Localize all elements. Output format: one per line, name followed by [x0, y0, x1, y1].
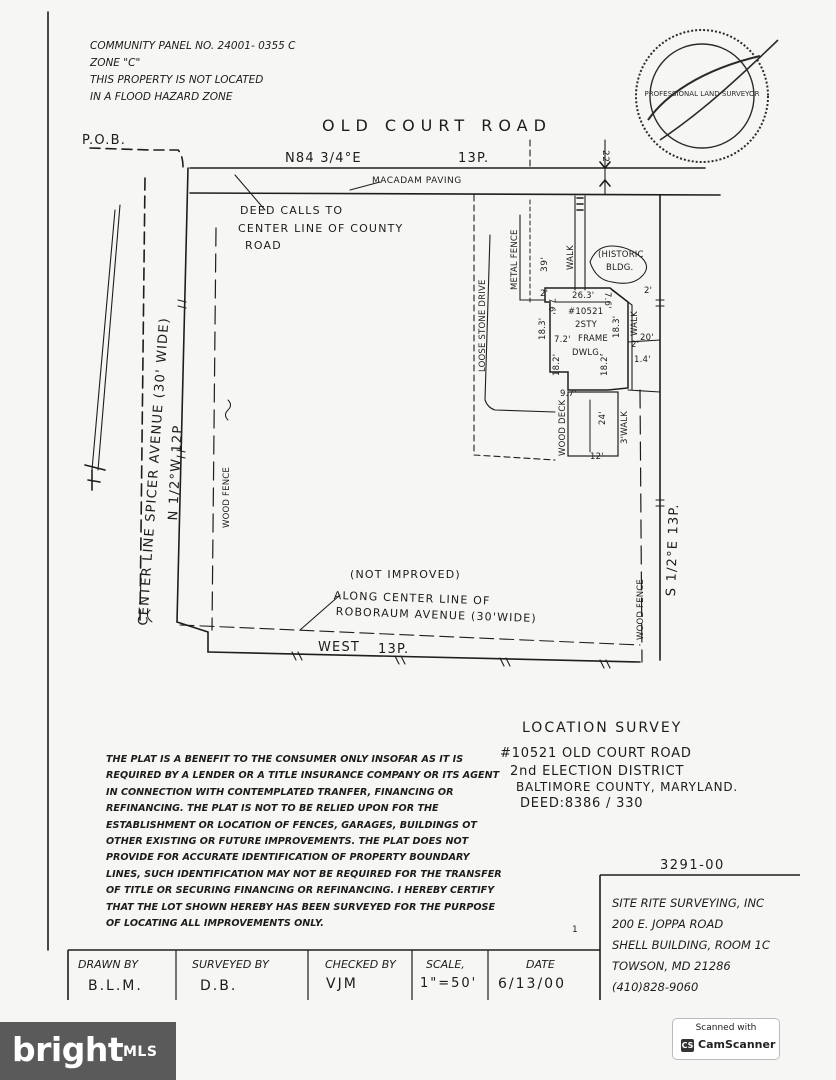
- scale-value: 1"=50': [420, 976, 478, 991]
- date-value: 6/13/00: [498, 976, 566, 992]
- dim-39: 39': [540, 256, 550, 272]
- company-address-2: SHELL BUILDING, ROOM 1C: [612, 938, 770, 952]
- dim-12: 12': [590, 452, 604, 462]
- date-label: DATE: [526, 958, 555, 971]
- historic-2: BLDG.: [606, 263, 634, 273]
- road-width: 22': [600, 150, 610, 166]
- company-address-1: 200 E. JOPPA ROAD: [612, 917, 724, 931]
- house-frame: FRAME: [578, 334, 608, 344]
- company-address-3: TOWSON, MD 21286: [612, 959, 731, 973]
- wood-deck-label: WOOD DECK: [558, 399, 568, 456]
- deed-reference: DEED:8386 / 330: [520, 796, 644, 811]
- dim-24: 24': [598, 411, 608, 425]
- house-stories: 2STY: [575, 320, 597, 330]
- south-distance: 13P.: [378, 642, 410, 657]
- walk-3-label: 3'WALK: [620, 410, 630, 444]
- camscanner-name: CamScanner: [698, 1038, 776, 1051]
- north-bearing: N84 3/4°E: [285, 151, 362, 166]
- walk-top-label: WALK: [566, 245, 576, 270]
- dim-9-7: 9.7': [560, 389, 577, 399]
- flood-zone-header: COMMUNITY PANEL NO. 24001- 0355 C ZONE "…: [90, 38, 295, 106]
- plat-disclaimer: The plat is a benefit to the consumer on…: [106, 754, 502, 930]
- county-state: BALTIMORE COUNTY, MARYLAND.: [516, 780, 739, 794]
- north-distance: 13P.: [458, 151, 490, 166]
- dim-18-3-b: 18.3': [612, 315, 622, 338]
- dim-18-2-b: 18.2': [600, 353, 610, 376]
- drawn-by-label: DRAWN BY: [78, 958, 139, 971]
- camscanner-badge: Scanned with CS CamScanner: [672, 1018, 780, 1060]
- property-address: #10521 OLD COURT ROAD: [500, 746, 692, 761]
- community-panel: COMMUNITY PANEL NO. 24001- 0355 C: [90, 40, 296, 52]
- wood-fence-right: WOOD FENCE: [636, 579, 646, 640]
- deed-calls-2: CENTER LINE OF COUNTY: [238, 222, 404, 235]
- camscanner-icon: CS: [681, 1039, 694, 1052]
- pob-label: P.O.B.: [82, 133, 127, 148]
- scale-label: SCALE,: [426, 958, 465, 971]
- surveyor-company: SITE RITE SURVEYING, INC 200 E. JOPPA RO…: [612, 893, 770, 998]
- deed-calls-3: ROAD: [245, 239, 282, 252]
- old-court-road-label: OLD COURT ROAD: [322, 116, 552, 135]
- not-improved-label: (NOT IMPROVED): [350, 568, 461, 581]
- checked-by-value: VJM: [326, 976, 358, 992]
- dim-7-6-b: 7.6': [602, 292, 612, 309]
- south-bearing: WEST: [318, 640, 361, 655]
- seal-text: PROFESSIONAL LAND SURVEYOR: [645, 90, 760, 98]
- company-phone: (410)828-9060: [612, 980, 699, 994]
- walk-right-label: WALK: [630, 311, 640, 336]
- mls-logo: MLS: [123, 1044, 158, 1060]
- flood-line-2: IN A FLOOD HAZARD ZONE: [90, 91, 233, 103]
- location-survey-title: LOCATION SURVEY: [522, 720, 683, 736]
- zone: ZONE "C": [90, 57, 141, 69]
- deed-calls-1: DEED CALLS TO: [240, 204, 344, 217]
- surveyed-by-value: D.B.: [200, 978, 238, 994]
- checked-by-label: CHECKED BY: [325, 958, 396, 971]
- stone-drive-label: LOOSE STONE DRIVE: [478, 279, 488, 372]
- company-name: SITE RITE SURVEYING, INC: [612, 896, 765, 910]
- dim-2-c: 2': [631, 340, 640, 350]
- scanned-with-text: Scanned with: [695, 1023, 757, 1033]
- dim-18-3-a: 18.3': [538, 317, 548, 340]
- dim-1-4: 1.4': [634, 355, 651, 365]
- job-number: 3291-00: [660, 858, 725, 873]
- page-mark: 1: [572, 925, 580, 935]
- flood-line-1: THIS PROPERTY IS NOT LOCATED: [90, 74, 264, 86]
- macadam-paving: MACADAM PAVING: [372, 176, 462, 186]
- drawn-by-value: B.L.M.: [88, 978, 143, 994]
- dim-7-2: 7.2': [554, 335, 571, 345]
- surveyed-by-label: SURVEYED BY: [192, 958, 269, 971]
- dim-2-b: 2': [644, 286, 653, 296]
- bright-logo: bright: [12, 1030, 124, 1069]
- metal-fence-label: METAL FENCE: [510, 229, 520, 290]
- house-dwelling: DWLG.: [572, 348, 602, 358]
- dim-2-a: 2': [540, 289, 549, 299]
- wood-fence-left: WOOD FENCE: [222, 467, 232, 528]
- house-number: #10521: [568, 307, 604, 317]
- historic-1: (HISTORIC: [598, 250, 644, 260]
- dim-26-3: 26.3': [572, 291, 595, 301]
- election-district: 2nd ELECTION DISTRICT: [510, 764, 685, 779]
- dim-20: 20': [640, 333, 654, 343]
- bright-mls-watermark: bright MLS: [0, 1022, 176, 1080]
- dim-7-6-a: 7.6': [546, 298, 556, 315]
- dim-18-2-a: 18.2': [552, 353, 562, 376]
